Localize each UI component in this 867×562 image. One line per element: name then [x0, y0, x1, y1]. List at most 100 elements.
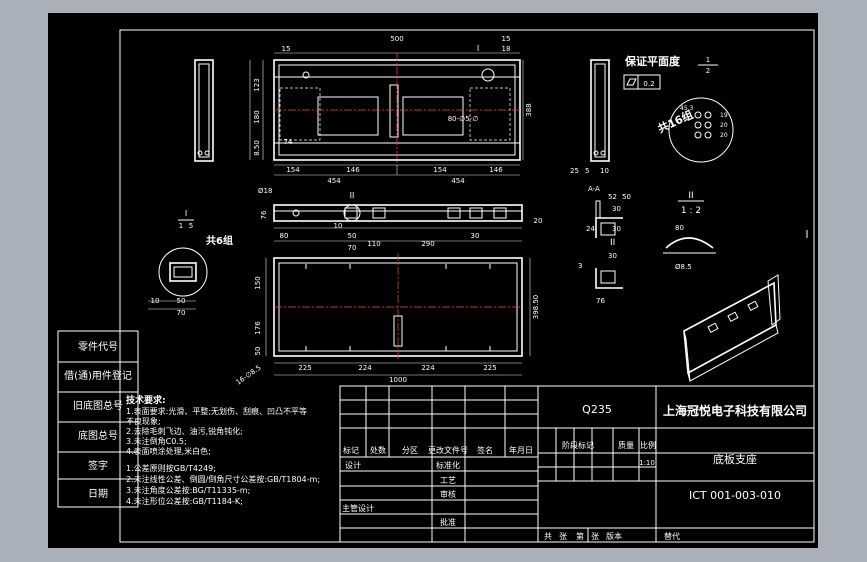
dim-left-180: 180: [253, 110, 261, 123]
dim-top-right2: 18: [502, 45, 511, 53]
sec-30c: 30: [608, 252, 617, 260]
detail-II-phi: Ø8.5: [675, 263, 692, 271]
section-AA: A-A 52 50 30 30 24 30 3 76 II: [578, 185, 631, 305]
flatness-ratio-bottom: 2: [706, 67, 710, 75]
tech-line: 1.公差原则按GB/T4249;: [126, 463, 216, 473]
dim-seg2: 154: [433, 166, 447, 174]
dim-seg0: 154: [286, 166, 300, 174]
dim-side-76: 76: [260, 210, 268, 219]
dim-r-10: 10: [600, 167, 609, 175]
hole-grid-19: 19: [720, 112, 728, 119]
dim-plan-b0: 225: [298, 364, 311, 372]
dim-top-overall: 500: [390, 35, 403, 43]
detail-II-scale: 1 : 2: [681, 206, 701, 216]
dim-seg3: 146: [489, 166, 503, 174]
stage-mass: 质量: [618, 440, 634, 450]
hdr-change-doc: 更改文件号: [428, 445, 468, 455]
flatness-callout: 保证平面度 1 2 0.2: [623, 54, 718, 90]
detail-I-10: 10: [151, 297, 160, 305]
material: Q235: [582, 403, 612, 416]
dim-plan-b1: 224: [358, 364, 372, 372]
sec-30a: 30: [612, 205, 621, 213]
right-side-view: [590, 59, 610, 162]
dim-r-5: 5: [585, 167, 589, 175]
left-col-3: 底图总号: [78, 429, 118, 442]
detail-I-50: 50: [177, 297, 186, 305]
right-small-dims: 25 5 10: [570, 167, 609, 175]
sec-30b: 30: [612, 225, 621, 233]
dim-plan-b2: 224: [421, 364, 435, 372]
dim-phi18: Ø18: [258, 187, 272, 195]
stage-mark: 阶段标记: [562, 440, 594, 450]
tech-line: 1.表面要求:光滑、平整;无划伤、刮痕、凹凸不平等: [126, 406, 307, 416]
detail-I-top: 1: [179, 222, 183, 230]
mark-I: I: [477, 44, 479, 53]
detail-II-80: 80: [675, 224, 684, 232]
part-name: 底板支座: [713, 452, 757, 466]
hdr-sign: 签名: [477, 445, 493, 455]
tech-line: 2.未注线性公差、倒圆/倒角尺寸公差按:GB/T1804-m;: [126, 474, 320, 484]
dim-side-10: 10: [334, 222, 343, 230]
registration-column: 零件代号 借(通)用件登记 旧底图总号 底图总号 签字 日期: [57, 330, 139, 508]
tech-line: 4.表面喷涂处理,米白色;: [126, 446, 211, 456]
dim-side-110: 110: [367, 240, 380, 248]
sec-50: 50: [622, 193, 631, 201]
dim-side-20: 20: [534, 217, 543, 225]
dim-top-right1: 15: [502, 35, 511, 43]
left-col-2: 旧底图总号: [73, 399, 123, 412]
tech-line: 4.未注形位公差按:GB/T1184-K;: [126, 496, 243, 506]
dim-half-left: 454: [327, 177, 341, 185]
dim-plan-right: 398.50: [532, 295, 540, 320]
drawing-sheet: 零件代号 借(通)用件登记 旧底图总号 底图总号 签字 日期: [48, 13, 818, 548]
dim-plan-holes: 16-∅8.5: [235, 364, 263, 387]
dim-seg1: 146: [346, 166, 360, 174]
dim-r-25: 25: [570, 167, 579, 175]
mark-II-side: II: [350, 191, 355, 200]
hdr-zone: 分区: [402, 446, 418, 455]
stage-scale: 比例: [640, 440, 656, 450]
section-II-mark: II: [610, 238, 615, 248]
hole-grid-20b: 20: [720, 132, 728, 139]
company-name: 上海冠悦电子科技有限公司: [663, 403, 807, 418]
dim-plan-176: 176: [254, 321, 262, 335]
dim-side-290: 290: [421, 240, 434, 248]
flatness-title: 保证平面度: [624, 54, 681, 68]
dim-plan-150: 150: [254, 276, 262, 289]
hole-grid-45: 45.3: [680, 105, 694, 112]
section-label: A-A: [588, 185, 600, 193]
dim-side-70: 70: [348, 244, 357, 252]
detail-II: II 1 : 2 80 Ø8.5: [663, 191, 716, 271]
bottom-total: 共: [544, 532, 552, 541]
dim-top-left: 15: [282, 45, 291, 53]
left-col-4: 签字: [88, 459, 108, 472]
left-side-view: [194, 59, 214, 162]
role-approve: 批准: [440, 517, 456, 527]
role-standard: 标准化: [436, 460, 460, 470]
inner-frame: [119, 29, 815, 543]
tech-requirements: 技术要求: 1.表面要求:光滑、平整;无划伤、刮痕、凹凸不平等 不良现象; 2.…: [126, 394, 320, 506]
dim-slot: 80-∅5-∅: [448, 115, 479, 123]
dim-side-30: 30: [471, 232, 480, 240]
tech-title: 技术要求:: [126, 394, 166, 406]
flatness-tolerance: 0.2: [643, 80, 654, 88]
dim-right-74: 74: [284, 138, 293, 146]
sec-3: 3: [578, 262, 582, 270]
detail-I-bottom: 5: [189, 222, 193, 230]
bottom-sheet2: 张: [591, 532, 599, 541]
bottom-no: 第: [576, 531, 584, 541]
detail-II-label: II: [688, 191, 693, 201]
dim-half-right: 454: [451, 177, 465, 185]
dim-plan-b3: 225: [483, 364, 496, 372]
dim-left-850: 8.50: [253, 140, 261, 156]
hdr-count: 处数: [370, 445, 386, 455]
role-chief: 主管设计: [342, 503, 374, 513]
role-process: 工艺: [440, 476, 456, 485]
dim-plan-50: 50: [254, 347, 262, 356]
left-col-5: 日期: [88, 488, 108, 500]
sec-24: 24: [586, 225, 595, 233]
tech-line: 3.未注角度公差按:BG/T11335-m;: [126, 485, 250, 495]
drawing-number: ICT 001-003-010: [689, 489, 781, 502]
tech-line: 3.未注倒角C0.5;: [126, 436, 187, 446]
engineering-drawing: 零件代号 借(通)用件登记 旧底图总号 底图总号 签字 日期: [57, 29, 815, 543]
detail-I: I 1 5 共6组 10 50 70: [148, 209, 233, 317]
